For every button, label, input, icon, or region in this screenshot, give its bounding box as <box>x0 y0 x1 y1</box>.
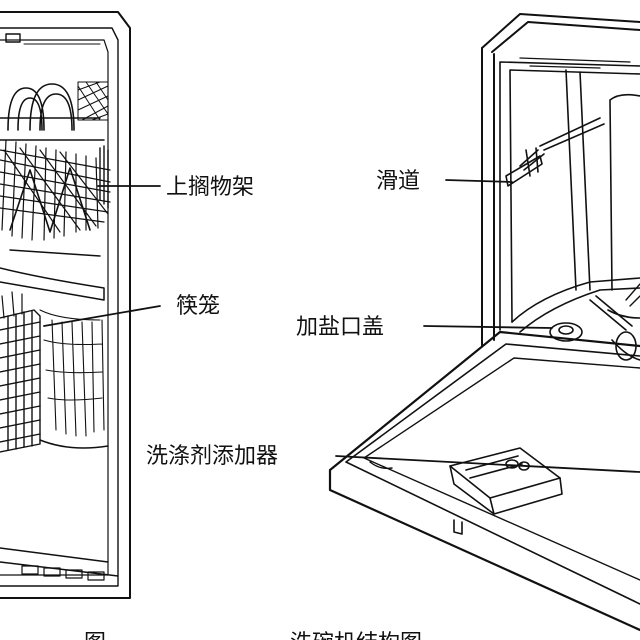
right-cabinet-top <box>481 13 640 53</box>
rack-side-pins <box>99 145 109 209</box>
cutlery-basket-drawing <box>0 291 41 453</box>
left-control-button-2 <box>43 567 61 577</box>
open-door-inner-panel <box>363 357 640 581</box>
leader-slide-rail <box>445 179 513 183</box>
right-tub-floor <box>511 277 640 333</box>
open-door-outer <box>328 330 640 632</box>
salt-cap-drawing <box>549 322 583 342</box>
upper-rack-hatch <box>0 139 111 241</box>
left-dishwasher-illustration <box>0 11 131 599</box>
caption-figure-prefix: 图 <box>84 631 106 640</box>
caption-title: 洗碗机结构图 <box>290 631 422 640</box>
right-tub-right-wall <box>565 69 640 291</box>
right-cabinet-left-wall <box>481 47 495 347</box>
rack-top-rail <box>0 117 105 141</box>
spray-arm-right <box>625 283 640 307</box>
left-cabinet-inner-edge <box>0 27 119 587</box>
label-salt-cap: 加盐口盖 <box>296 315 384 340</box>
leader-lines <box>43 179 640 473</box>
heating-loops <box>7 83 75 131</box>
left-control-button-1 <box>21 565 39 575</box>
left-bottom-panel <box>0 547 119 577</box>
lower-spray-arm <box>589 295 640 361</box>
right-tub-ceiling <box>519 57 631 69</box>
left-tub-inner <box>0 39 109 576</box>
left-control-button-4 <box>87 571 105 581</box>
open-door-rim <box>345 343 640 605</box>
slide-rail-drawing <box>505 117 605 187</box>
lower-rack-frame <box>0 249 105 301</box>
lower-rack-tines <box>39 309 105 437</box>
leader-detergent <box>335 455 640 473</box>
right-tub-back <box>499 61 640 331</box>
upper-rack-plate <box>77 81 109 121</box>
left-top-latch <box>5 33 21 43</box>
right-dishwasher-illustration <box>328 13 640 632</box>
leader-salt-cap <box>423 325 553 329</box>
label-cutlery-basket: 筷笼 <box>176 294 220 319</box>
label-upper-rack: 上搁物架 <box>166 175 254 200</box>
label-slide-rail: 滑道 <box>376 169 420 194</box>
door-hinge <box>453 519 463 535</box>
label-detergent-dispenser: 洗涤剂添加器 <box>146 444 278 469</box>
leader-cutlery-basket <box>43 305 161 327</box>
lower-rack-rim <box>39 439 109 449</box>
left-cabinet-outline <box>0 11 131 599</box>
left-control-button-3 <box>65 569 83 579</box>
